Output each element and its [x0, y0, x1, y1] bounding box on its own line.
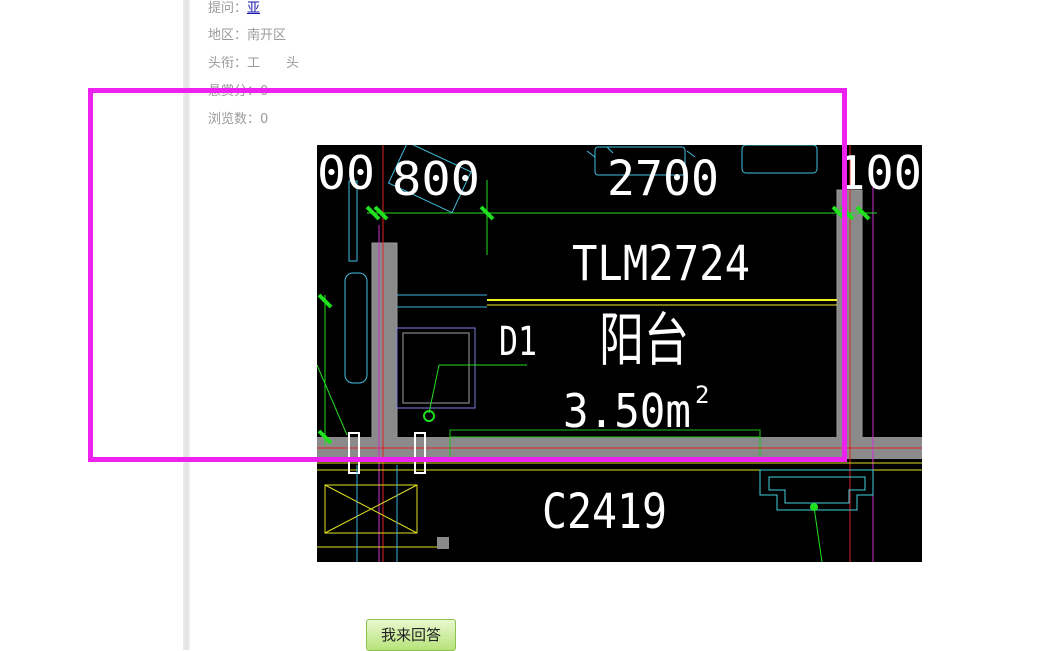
area-superscript: 2 [695, 381, 709, 409]
left-rail [183, 0, 190, 650]
dim-right-text: 100 [837, 146, 922, 200]
asker-label: 提问： [208, 1, 248, 16]
appliance-box-inner [402, 332, 470, 404]
area-text: 3.50m [563, 384, 691, 438]
leader-dot [423, 410, 435, 422]
sill-fixture-inner [768, 476, 866, 504]
leader-line [813, 506, 823, 562]
wall-left [371, 242, 398, 444]
dimension-ticks [317, 205, 871, 445]
sill-fixture [759, 469, 874, 511]
dim-800-text: 800 [392, 152, 480, 206]
label-d1-text: D1 [499, 319, 537, 365]
points-value: 0 [260, 84, 269, 99]
fixture-outline [344, 272, 368, 384]
appliance-box [396, 327, 476, 409]
answer-button[interactable]: 我来回答 [366, 619, 456, 651]
points-label: 悬赏分： [208, 84, 261, 99]
views-label: 浏览数： [208, 112, 261, 127]
cad-drawing-svg: 00 800 2700 100 TLM2724 D1 阳台 3.50m 2 C2… [317, 145, 922, 562]
region-label: 地区： [208, 28, 248, 43]
title-label: 头衔： [208, 56, 248, 71]
door-code-text: TLM2724 [572, 236, 750, 292]
views-row: 浏览数：0 [208, 111, 268, 129]
asker-name-link[interactable]: 亚 [247, 1, 261, 16]
pillar [348, 432, 360, 474]
leader-line [317, 364, 348, 436]
title-value: 工 头 [247, 56, 300, 71]
bottom-box [324, 484, 418, 534]
pillar [414, 432, 426, 474]
title-row: 头衔：工 头 [208, 55, 299, 73]
top-fixture [594, 146, 686, 176]
top-fixture-marks [586, 146, 696, 158]
dim-left-text: 00 [317, 146, 375, 200]
cad-drawing-image: 00 800 2700 100 TLM2724 D1 阳台 3.50m 2 C2… [317, 145, 922, 562]
region-row: 地区：南开区 [208, 27, 286, 45]
asker-row: 提问：亚 [208, 0, 260, 18]
fixture-outline [348, 180, 358, 262]
room-name-text: 阳台 [599, 306, 689, 374]
leader-line [428, 364, 440, 414]
top-fixture [387, 145, 472, 214]
views-value: 0 [260, 112, 269, 127]
points-row: 悬赏分：0 [208, 83, 268, 101]
top-fixture [741, 145, 818, 174]
dim-2700-text: 2700 [607, 151, 719, 207]
window-code-text: C2419 [542, 484, 667, 540]
bottom-box-cross [324, 484, 418, 534]
region-value: 南开区 [247, 28, 287, 43]
bottom-block [437, 537, 449, 549]
